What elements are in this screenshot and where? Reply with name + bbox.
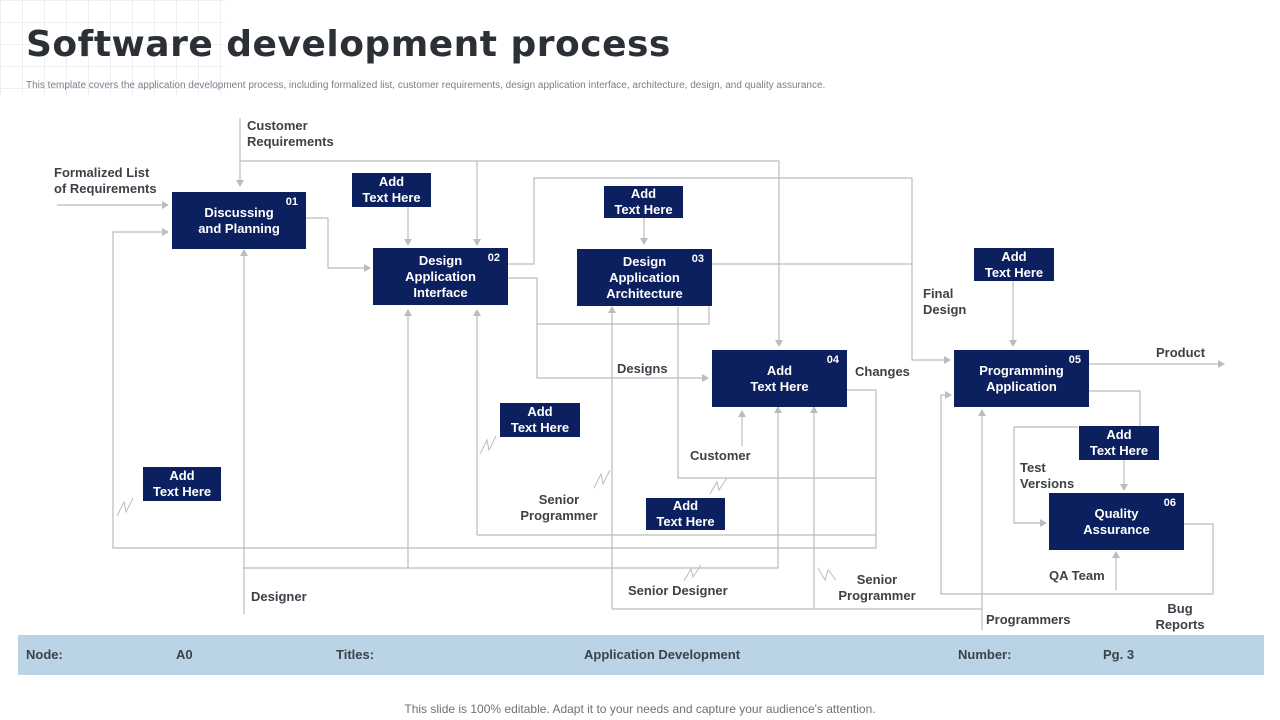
page-subtitle: This template covers the application dev… (26, 80, 826, 91)
process-node-06[interactable]: Quality Assurance 06 (1049, 493, 1184, 550)
label-programmers: Programmers (986, 612, 1071, 627)
connector (537, 306, 710, 325)
label-changes: Changes (855, 364, 910, 379)
label-senior-programmer: Senior Programmer (838, 572, 916, 603)
label-senior-designer: Senior Designer (628, 583, 728, 598)
node-number: 03 (691, 253, 704, 265)
note-box[interactable]: Add Text Here (646, 498, 725, 530)
connector (244, 406, 782, 569)
node-number: 01 (285, 196, 298, 208)
squiggle-markers (116, 435, 837, 582)
connector (677, 307, 876, 479)
node-number: 05 (1068, 354, 1081, 366)
footer-titles-value: Application Development (584, 647, 741, 662)
process-node-05[interactable]: Programming Application 05 (954, 350, 1089, 407)
label-final-design: Final Design (923, 286, 967, 317)
label-senior-programmer: Senior Programmer (520, 492, 598, 523)
connector (240, 160, 783, 347)
connector (112, 228, 877, 549)
node-label: Add Text Here (750, 362, 809, 394)
process-node-03[interactable]: Design Application Architecture 03 (577, 249, 712, 306)
note-box[interactable]: Add Text Here (500, 403, 580, 437)
label-formalized-list: Formalized List of Requirements (54, 165, 157, 196)
label-bug-reports: Bug Reports (1155, 601, 1205, 632)
corner-grid-decoration (0, 0, 225, 95)
footer-titles-label: Titles: (336, 647, 375, 662)
process-node-01[interactable]: Discussing and Planning 01 (172, 192, 306, 249)
footer-node-label: Node: (26, 647, 63, 662)
label-customer-requirements: Customer Requirements (247, 118, 334, 149)
connector (508, 177, 951, 364)
page-title: Software development process (26, 24, 671, 65)
label-test-versions: Test Versions (1020, 460, 1075, 491)
connector (508, 277, 709, 382)
footer-number-label: Number: (958, 647, 1012, 662)
label-qa-team: QA Team (1049, 568, 1105, 583)
note-box[interactable]: Add Text Here (1079, 426, 1159, 460)
node-label: Design Application Interface (405, 252, 476, 300)
label-designer: Designer (251, 589, 307, 604)
footer-info-bar: Node: A0 Titles: Application Development… (18, 635, 1264, 675)
process-node-02[interactable]: Design Application Interface 02 (373, 248, 508, 305)
connector (306, 217, 371, 272)
node-number: 04 (826, 354, 839, 366)
note-box[interactable]: Add Text Here (352, 173, 431, 207)
node-label: Quality Assurance (1083, 505, 1150, 537)
node-number: 02 (487, 252, 500, 264)
note-box[interactable]: Add Text Here (974, 248, 1054, 281)
note-box[interactable]: Add Text Here (604, 186, 683, 218)
footer-node-value: A0 (176, 647, 193, 662)
node-label: Programming Application (979, 362, 1064, 394)
connector (1089, 390, 1141, 427)
connector (1013, 426, 1078, 527)
note-box[interactable]: Add Text Here (143, 467, 221, 501)
node-label: Design Application Architecture (606, 253, 683, 301)
process-node-04[interactable]: Add Text Here 04 (712, 350, 847, 407)
node-label: Discussing and Planning (198, 204, 280, 236)
footer-number-value: Pg. 3 (1103, 647, 1135, 662)
bottom-note: This slide is 100% editable. Adapt it to… (404, 702, 876, 716)
label-designs: Designs (617, 361, 668, 376)
label-customer: Customer (690, 448, 751, 463)
label-product: Product (1156, 345, 1206, 360)
connector (940, 391, 1214, 595)
node-number: 06 (1163, 497, 1176, 509)
